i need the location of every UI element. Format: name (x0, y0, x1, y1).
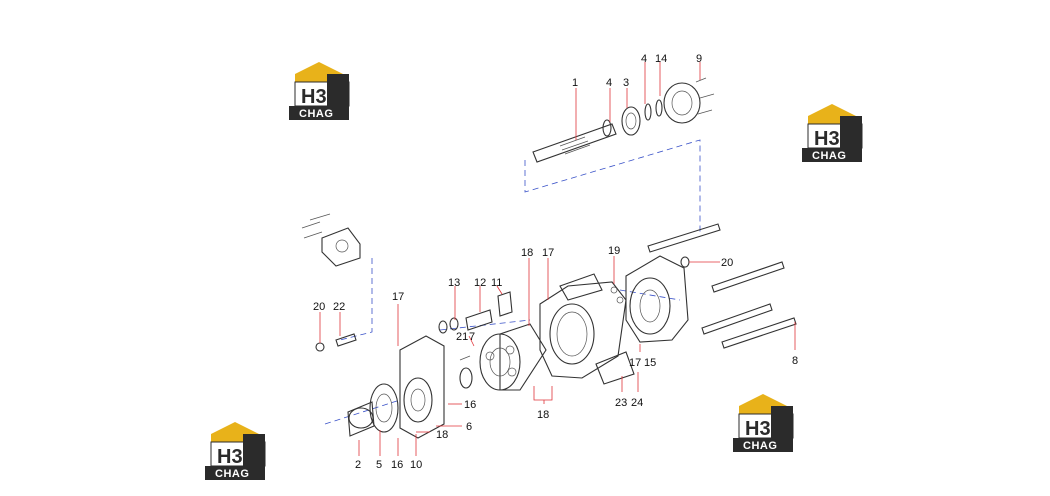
callout-20b: 20 (313, 301, 325, 313)
watermark-logo-bottom-left: H3 CHAG (205, 422, 266, 480)
callout-19: 19 (608, 245, 620, 257)
callout-4a: 4 (606, 77, 612, 89)
assembly-phantom-lines (324, 139, 701, 425)
logo-sub: CHAG (812, 150, 846, 162)
logo-mark: H3 (814, 128, 840, 150)
callout-10: 10 (410, 459, 422, 471)
callout-9: 9 (696, 53, 702, 65)
front-pump-housing (347, 335, 471, 439)
callout-4b: 4 (641, 53, 647, 65)
callout-1: 1 (572, 77, 578, 89)
callout-18a: 18 (521, 247, 533, 259)
callout-3: 3 (623, 77, 629, 89)
control-spool-assembly (438, 291, 513, 334)
small-plug-and-pin (315, 333, 357, 352)
callout-22: 22 (333, 301, 345, 313)
watermark-logo-top-left: H3 CHAG (289, 62, 350, 120)
callout-23: 23 (615, 397, 627, 409)
callout-24: 24 (631, 397, 643, 409)
main-housing (539, 273, 635, 385)
logo-mark: H3 (217, 446, 243, 468)
watermark-logo-top-right: H3 CHAG (802, 104, 863, 162)
callout-17a: 17 (542, 247, 554, 259)
rear-housing (625, 255, 689, 343)
watermark-logo-bottom-right: H3 CHAG (733, 394, 794, 452)
leader-lines (319, 62, 796, 456)
end-flange (301, 213, 361, 267)
callout-17b: 17 (392, 291, 404, 303)
callout-12: 12 (474, 277, 486, 289)
drive-shaft-assembly (532, 77, 715, 163)
callout-6: 6 (466, 421, 472, 433)
callout-21: 21 (456, 331, 468, 343)
callout-14: 14 (655, 53, 667, 65)
callout-8: 8 (792, 355, 798, 367)
callout-15: 15 (644, 357, 656, 369)
callout-16a: 16 (464, 399, 476, 411)
callout-18c: 18 (436, 429, 448, 441)
callout-18b: 18 (537, 409, 549, 421)
logo-sub: CHAG (743, 440, 777, 452)
callout-numbers: 1 4 3 4 14 9 20 18 17 19 13 12 11 17 20 … (313, 53, 798, 471)
rotating-group (459, 323, 547, 391)
logo-sub: CHAG (299, 108, 333, 120)
callout-11: 11 (491, 277, 502, 289)
logo-sub: CHAG (215, 468, 249, 480)
callout-2: 2 (355, 459, 361, 471)
callout-13: 13 (448, 277, 460, 289)
logo-mark: H3 (301, 86, 327, 108)
callout-7: 7 (469, 331, 475, 343)
callout-16b: 16 (391, 459, 403, 471)
logo-mark: H3 (745, 418, 771, 440)
callout-5: 5 (376, 459, 382, 471)
tie-bolts (647, 223, 797, 349)
callout-17c: 17 (629, 357, 641, 369)
callout-20a: 20 (721, 257, 733, 269)
